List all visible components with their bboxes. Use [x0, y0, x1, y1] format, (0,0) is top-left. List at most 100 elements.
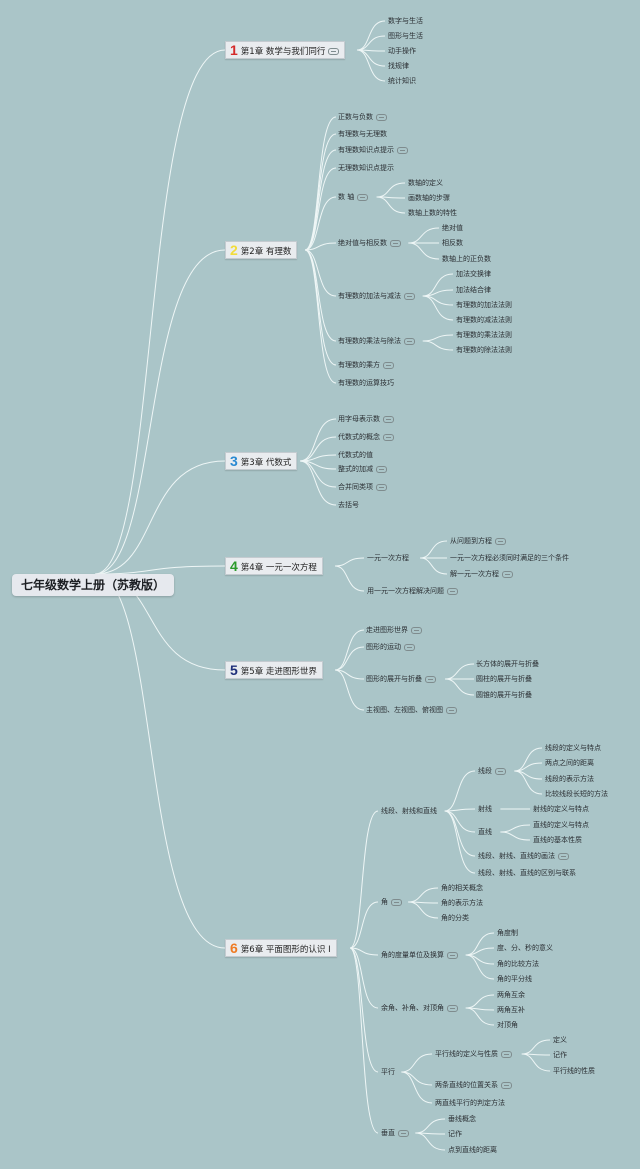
topic-node[interactable]: 从问题到方程: [450, 536, 506, 546]
chapter-node-3[interactable]: 3第3章 代数式: [225, 452, 297, 470]
topic-node[interactable]: 图形的运动: [366, 642, 415, 652]
topic-node[interactable]: 绝对值: [442, 223, 463, 233]
topic-node[interactable]: 相反数: [442, 238, 463, 248]
topic-node[interactable]: 用一元一次方程解决问题: [367, 586, 458, 596]
topic-node[interactable]: 角度制: [497, 928, 518, 938]
topic-node[interactable]: 角的度量单位及换算: [381, 950, 458, 960]
collapse-toggle-icon[interactable]: [376, 114, 387, 121]
collapse-toggle-icon[interactable]: [376, 466, 387, 473]
collapse-toggle-icon[interactable]: [404, 293, 415, 300]
topic-node[interactable]: 线段: [478, 766, 506, 776]
topic-node[interactable]: 余角、补角、对顶角: [381, 1003, 458, 1013]
topic-node[interactable]: 直线: [478, 827, 492, 837]
topic-node[interactable]: 有理数的乘法与除法: [338, 336, 415, 346]
collapse-toggle-icon[interactable]: [501, 1082, 512, 1089]
topic-node[interactable]: 平行线的定义与性质: [435, 1049, 512, 1059]
topic-node[interactable]: 记作: [553, 1050, 567, 1060]
topic-node[interactable]: 有理数与无理数: [338, 129, 387, 139]
collapse-toggle-icon[interactable]: [404, 644, 415, 651]
topic-node[interactable]: 两角互余: [497, 990, 525, 1000]
collapse-toggle-icon[interactable]: [383, 416, 394, 423]
chapter-node-4[interactable]: 4第4章 一元一次方程: [225, 557, 323, 575]
topic-node[interactable]: 圆锥的展开与折叠: [476, 690, 532, 700]
topic-node[interactable]: 图形的展开与折叠: [366, 674, 436, 684]
topic-node[interactable]: 正数与负数: [338, 112, 387, 122]
topic-node[interactable]: 平行: [381, 1067, 395, 1077]
topic-node[interactable]: 有理数的减法法则: [456, 315, 512, 325]
topic-node[interactable]: 整式的加减: [338, 464, 387, 474]
topic-node[interactable]: 去括号: [338, 500, 359, 510]
collapse-toggle-icon[interactable]: [558, 853, 569, 860]
topic-node[interactable]: 加法交换律: [456, 269, 491, 279]
topic-node[interactable]: 圆柱的展开与折叠: [476, 674, 532, 684]
topic-node[interactable]: 代数式的概念: [338, 432, 394, 442]
topic-node[interactable]: 统计知识: [388, 76, 416, 86]
topic-node[interactable]: 定义: [553, 1035, 567, 1045]
topic-node[interactable]: 有理数的加法法则: [456, 300, 512, 310]
collapse-toggle-icon[interactable]: [357, 194, 368, 201]
topic-node[interactable]: 有理数的除法法则: [456, 345, 512, 355]
collapse-toggle-icon[interactable]: [411, 627, 422, 634]
topic-node[interactable]: 直线的定义与特点: [533, 820, 589, 830]
collapse-toggle-icon[interactable]: [495, 768, 506, 775]
collapse-toggle-icon[interactable]: [447, 952, 458, 959]
topic-node[interactable]: 数字与生活: [388, 16, 423, 26]
topic-node[interactable]: 有理数的乘方: [338, 360, 394, 370]
collapse-toggle-icon[interactable]: [447, 1005, 458, 1012]
topic-node[interactable]: 一元一次方程必须同时满足的三个条件: [450, 553, 569, 563]
topic-node[interactable]: 绝对值与相反数: [338, 238, 401, 248]
topic-node[interactable]: 角的平分线: [497, 974, 532, 984]
topic-node[interactable]: 有理数知识点提示: [338, 145, 408, 155]
collapse-toggle-icon[interactable]: [404, 338, 415, 345]
topic-node[interactable]: 线段、射线和直线: [381, 806, 437, 816]
topic-node[interactable]: 数轴上数的特性: [408, 208, 457, 218]
chapter-node-1[interactable]: 1第1章 数学与我们同行: [225, 41, 345, 59]
topic-node[interactable]: 线段、射线、直线的区别与联系: [478, 868, 576, 878]
topic-node[interactable]: 解一元一次方程: [450, 569, 513, 579]
collapse-toggle-icon[interactable]: [328, 48, 339, 55]
collapse-toggle-icon[interactable]: [502, 571, 513, 578]
collapse-toggle-icon[interactable]: [495, 538, 506, 545]
chapter-node-2[interactable]: 2第2章 有理数: [225, 241, 297, 259]
root-node[interactable]: 七年级数学上册（苏教版）: [12, 574, 174, 596]
topic-node[interactable]: 点到直线的距离: [448, 1145, 497, 1155]
topic-node[interactable]: 动手操作: [388, 46, 416, 56]
topic-node[interactable]: 数轴的定义: [408, 178, 443, 188]
topic-node[interactable]: 图形与生活: [388, 31, 423, 41]
topic-node[interactable]: 主视图、左视图、俯视图: [366, 705, 457, 715]
topic-node[interactable]: 角的比较方法: [497, 959, 539, 969]
collapse-toggle-icon[interactable]: [425, 676, 436, 683]
topic-node[interactable]: 垂直: [381, 1128, 409, 1138]
collapse-toggle-icon[interactable]: [446, 707, 457, 714]
topic-node[interactable]: 有理数的运算技巧: [338, 378, 394, 388]
topic-node[interactable]: 有理数的乘法法则: [456, 330, 512, 340]
topic-node[interactable]: 两条直线的位置关系: [435, 1080, 512, 1090]
topic-node[interactable]: 两角互补: [497, 1005, 525, 1015]
topic-node[interactable]: 线段、射线、直线的画法: [478, 851, 569, 861]
topic-node[interactable]: 数 轴: [338, 192, 368, 202]
topic-node[interactable]: 对顶角: [497, 1020, 518, 1030]
collapse-toggle-icon[interactable]: [383, 434, 394, 441]
topic-node[interactable]: 找规律: [388, 61, 409, 71]
topic-node[interactable]: 画数轴的步骤: [408, 193, 450, 203]
chapter-node-6[interactable]: 6第6章 平面图形的认识 I: [225, 939, 337, 957]
topic-node[interactable]: 有理数的加法与减法: [338, 291, 415, 301]
collapse-toggle-icon[interactable]: [501, 1051, 512, 1058]
collapse-toggle-icon[interactable]: [447, 588, 458, 595]
collapse-toggle-icon[interactable]: [383, 362, 394, 369]
topic-node[interactable]: 射线: [478, 804, 492, 814]
topic-node[interactable]: 长方体的展开与折叠: [476, 659, 539, 669]
topic-node[interactable]: 角的分类: [441, 913, 469, 923]
topic-node[interactable]: 一元一次方程: [367, 553, 409, 563]
topic-node[interactable]: 加法结合律: [456, 285, 491, 295]
topic-node[interactable]: 无理数知识点提示: [338, 163, 394, 173]
collapse-toggle-icon[interactable]: [398, 1130, 409, 1137]
topic-node[interactable]: 代数式的值: [338, 450, 373, 460]
topic-node[interactable]: 合并同类项: [338, 482, 387, 492]
topic-node[interactable]: 角: [381, 897, 402, 907]
topic-node[interactable]: 两直线平行的判定方法: [435, 1098, 505, 1108]
topic-node[interactable]: 线段的表示方法: [545, 774, 594, 784]
collapse-toggle-icon[interactable]: [390, 240, 401, 247]
topic-node[interactable]: 两点之间的距离: [545, 758, 594, 768]
topic-node[interactable]: 线段的定义与特点: [545, 743, 601, 753]
